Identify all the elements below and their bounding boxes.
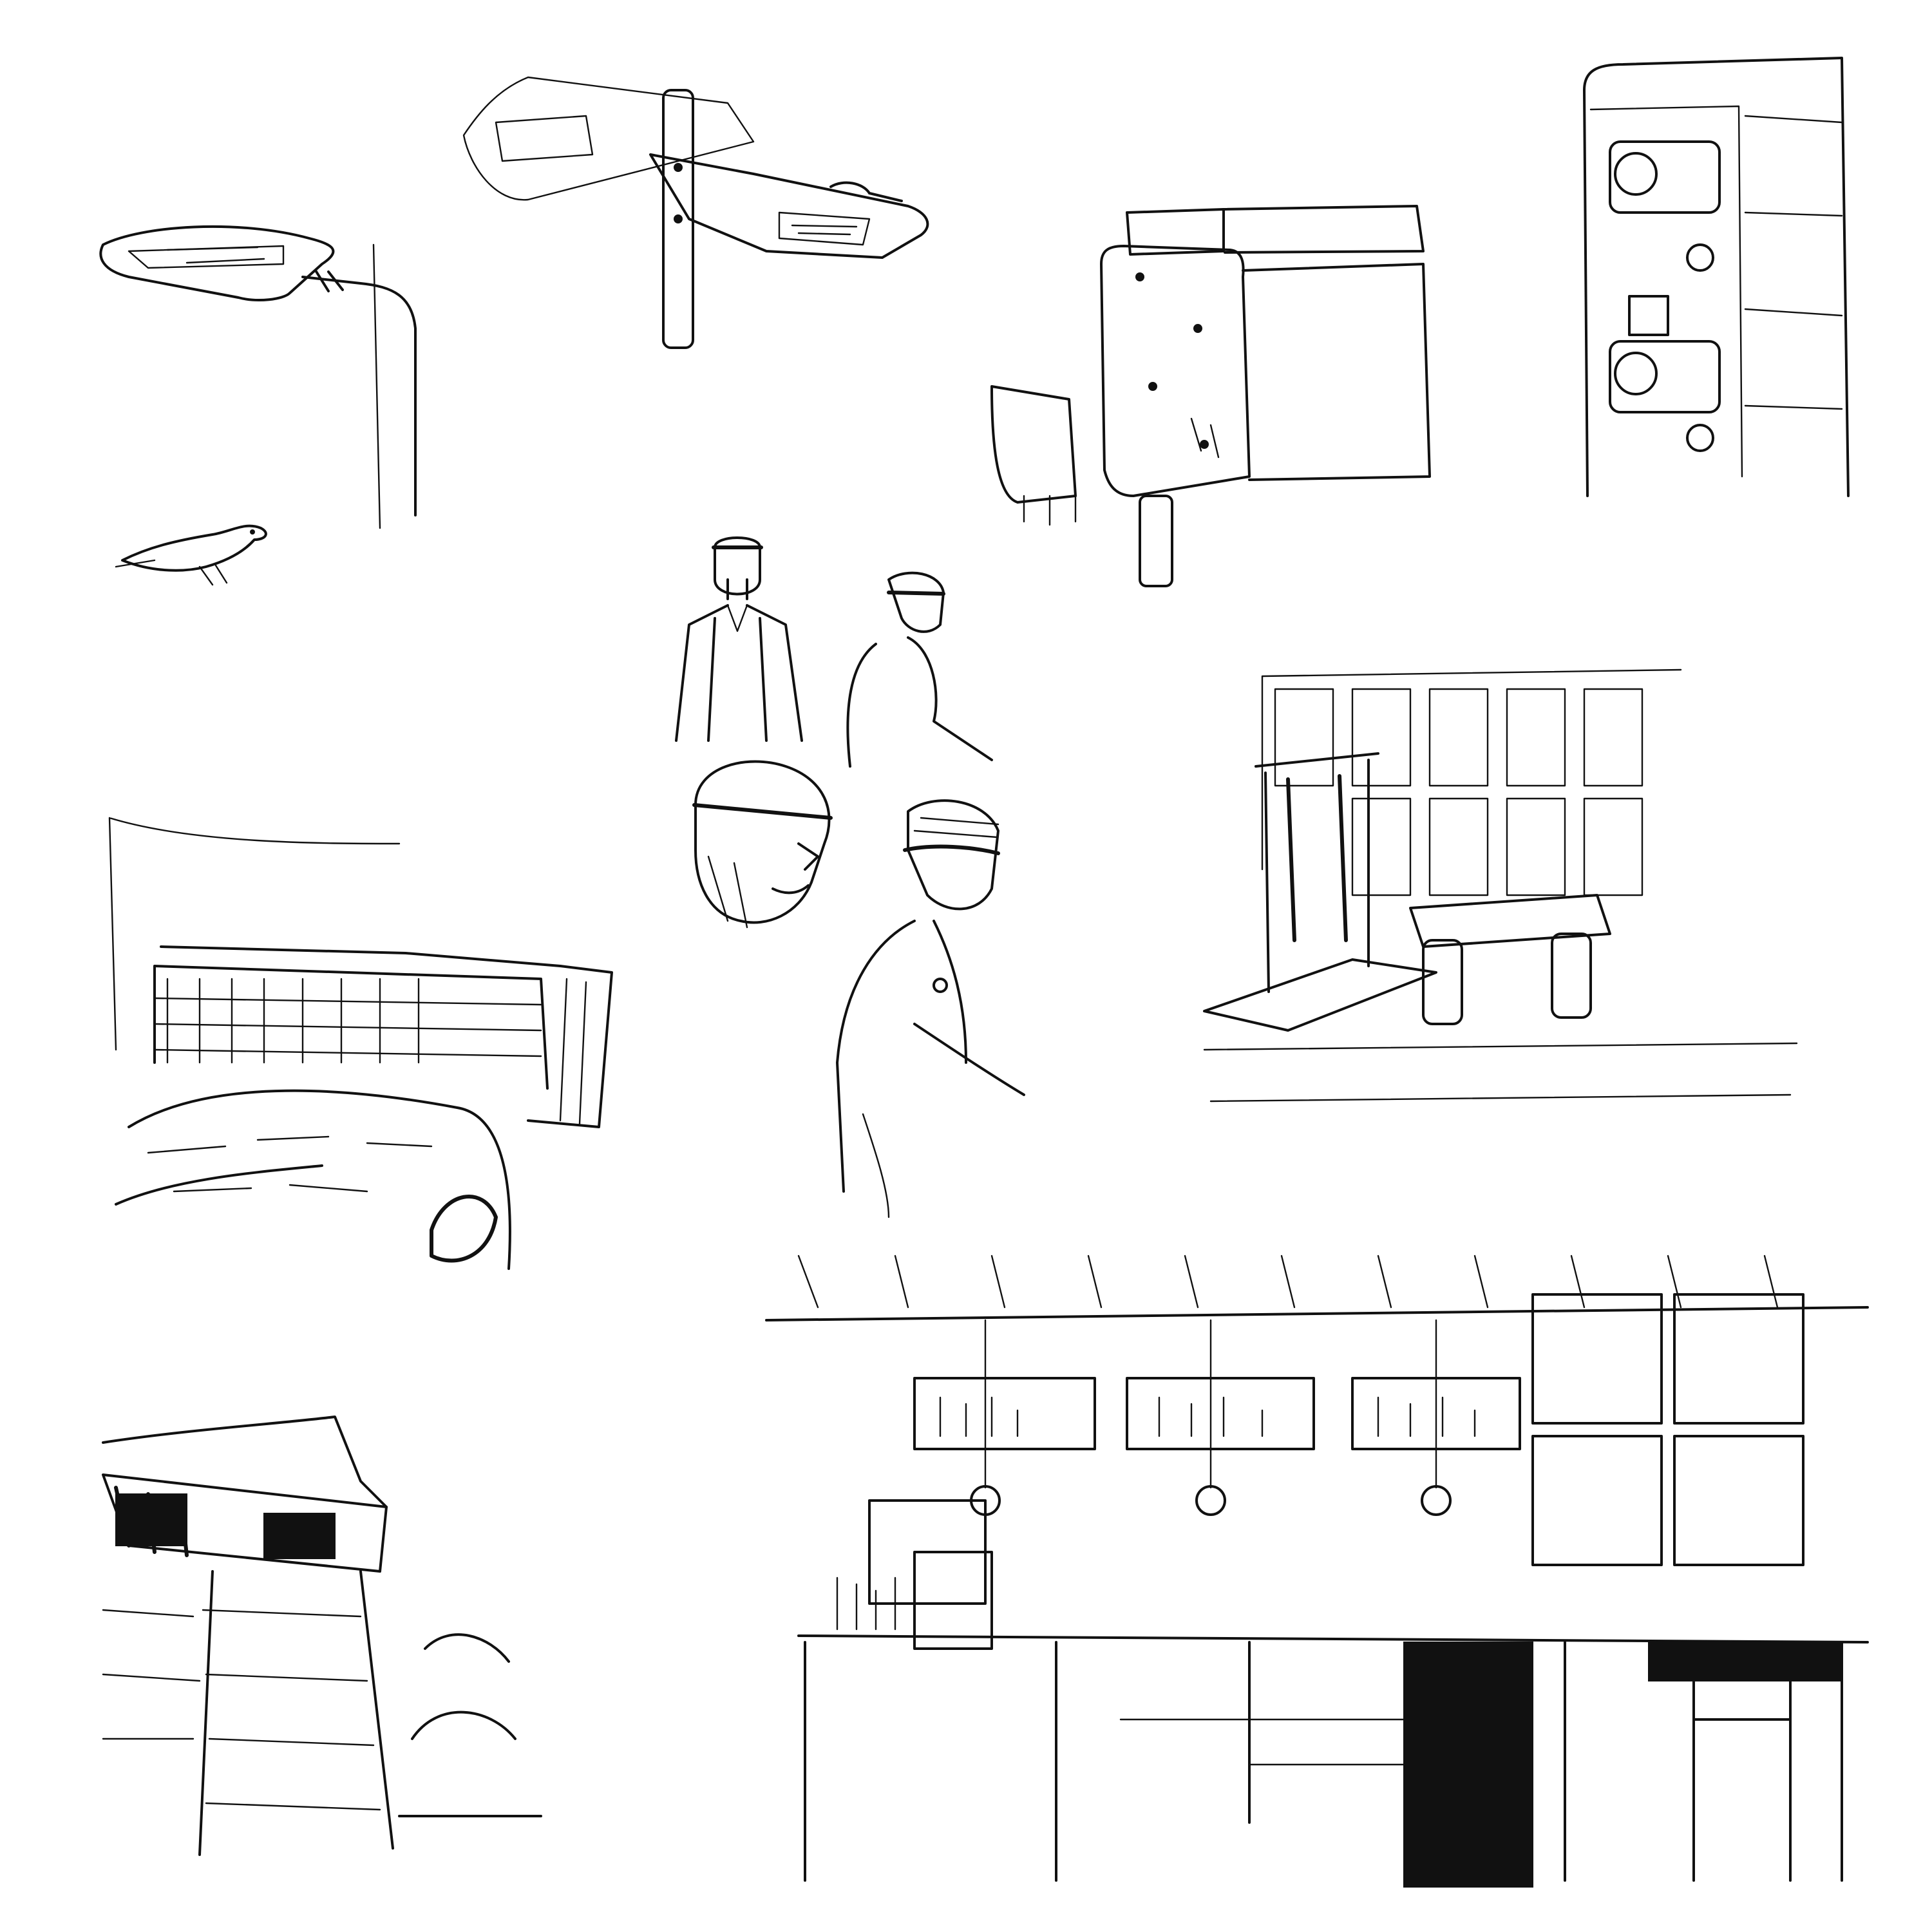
man-bust-sketch — [824, 792, 1037, 1224]
swing-frame-sketch — [1191, 638, 1810, 1146]
crow-sketch — [115, 502, 283, 592]
castle-turret-sketch — [90, 1404, 554, 1868]
seat-sketch — [979, 174, 1431, 592]
man-head-sketch — [670, 753, 850, 940]
double-lamp-sketch — [419, 64, 985, 354]
man-standing-sketch — [663, 522, 811, 747]
cafe-counter-sketch — [760, 1243, 1893, 1888]
street-lamp-sketch — [90, 206, 451, 541]
castle-wall-sketch — [97, 805, 625, 1301]
man-side-sketch — [837, 567, 1005, 773]
wall-fixture-sketch — [1571, 52, 1880, 502]
